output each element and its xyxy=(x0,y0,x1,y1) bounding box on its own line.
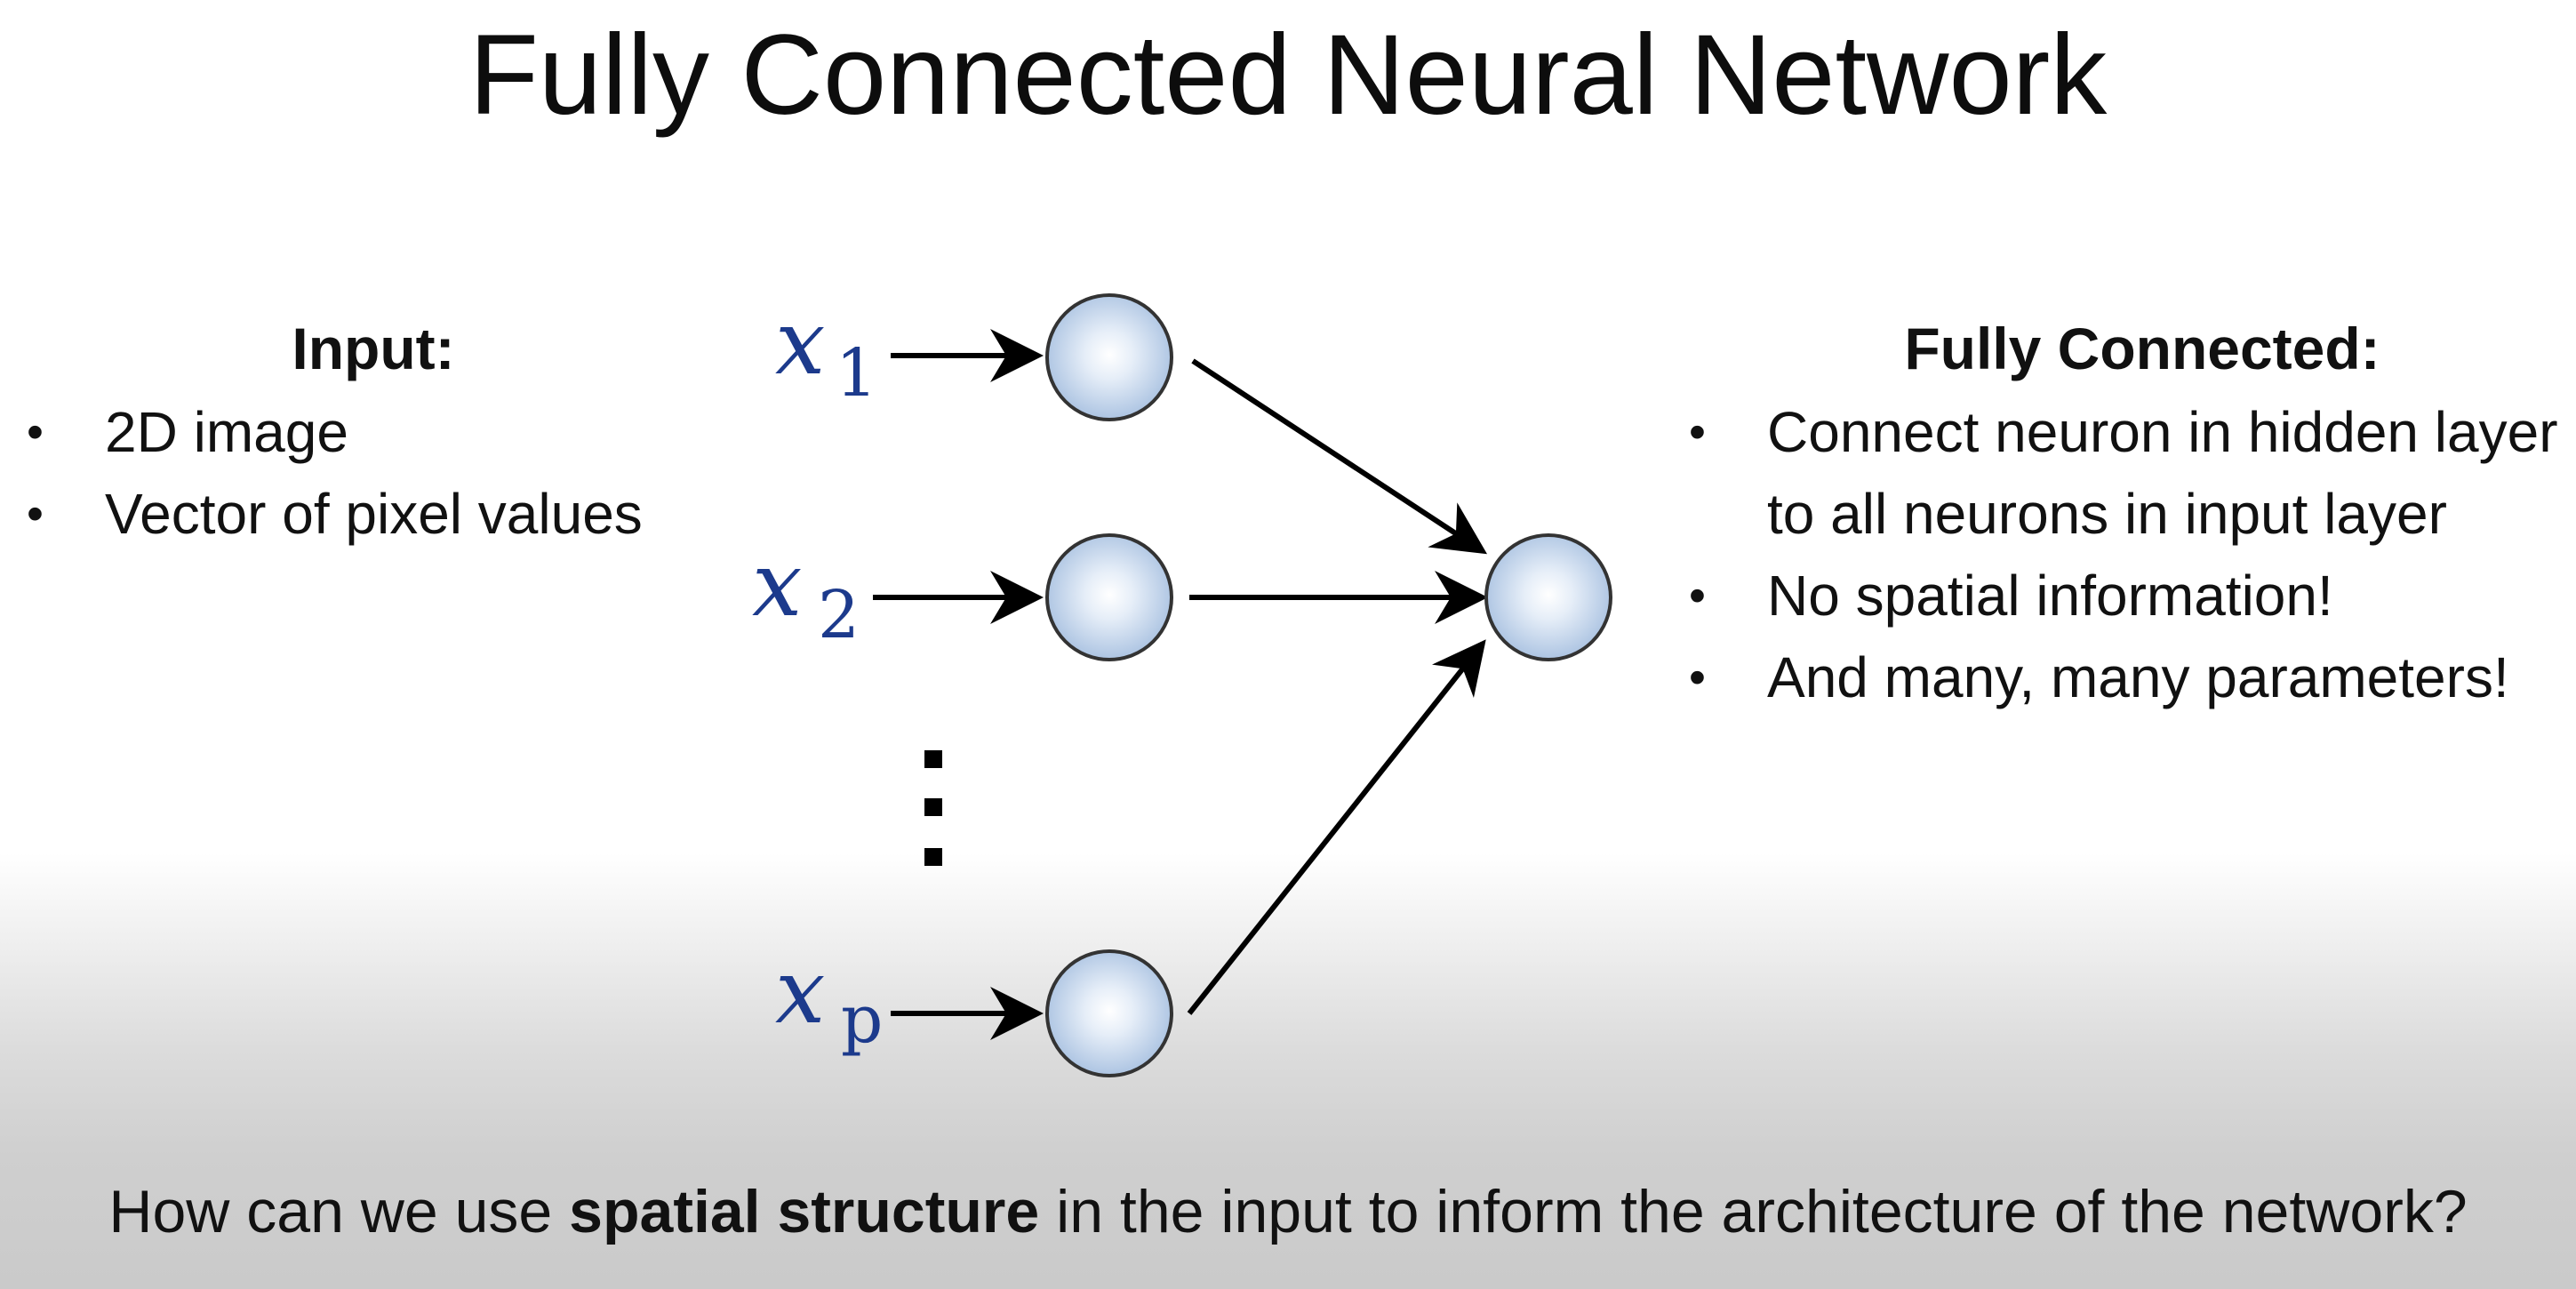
fully-connected-panel: Fully Connected: Connect neuron in hidde… xyxy=(1689,313,2560,718)
input-panel: Input: 2D image Vector of pixel values xyxy=(27,313,738,555)
svg-text:2: 2 xyxy=(818,577,860,653)
fully-connected-bullet: And many, many parameters! xyxy=(1689,636,2560,718)
svg-text:p: p xyxy=(841,981,883,1058)
input-label-x1: x 1 xyxy=(775,291,877,412)
question-text-after: in the input to inform the architecture … xyxy=(1039,1178,2468,1245)
question-emphasis: spatial structure xyxy=(569,1178,1040,1245)
input-label-x2: x 2 xyxy=(752,532,860,653)
ellipsis-dots xyxy=(924,750,942,866)
fully-connected-heading: Fully Connected: xyxy=(1904,316,2380,381)
input-node xyxy=(1045,293,1173,421)
connection-arrow xyxy=(1187,639,1486,1015)
slide-title: Fully Connected Neural Network xyxy=(468,12,2108,139)
input-node xyxy=(1045,949,1173,1077)
fully-connected-bullet-list: Connect neuron in hidden layer to all ne… xyxy=(1689,391,2560,718)
svg-text:1: 1 xyxy=(836,335,877,412)
input-bullet-list: 2D image Vector of pixel values xyxy=(27,391,738,555)
input-bullet: 2D image xyxy=(27,391,738,473)
connection-arrow xyxy=(1191,358,1488,555)
fully-connected-bullet: No spatial information! xyxy=(1689,555,2560,636)
fully-connected-bullet: Connect neuron in hidden layer to all ne… xyxy=(1689,391,2560,555)
question-text-before: How can we use xyxy=(108,1178,570,1245)
svg-text:x: x xyxy=(752,532,802,636)
output-node xyxy=(1484,533,1612,661)
network-diagram: x 1 x 2 x p xyxy=(752,291,1612,1077)
question-caption: How can we use spatial structure in the … xyxy=(0,1172,2576,1252)
svg-text:x: x xyxy=(775,940,825,1044)
svg-text:x: x xyxy=(775,291,825,395)
input-node xyxy=(1045,533,1173,661)
input-label-xp: x p xyxy=(775,940,883,1058)
input-bullet: Vector of pixel values xyxy=(27,473,738,555)
input-heading: Input: xyxy=(292,316,455,381)
